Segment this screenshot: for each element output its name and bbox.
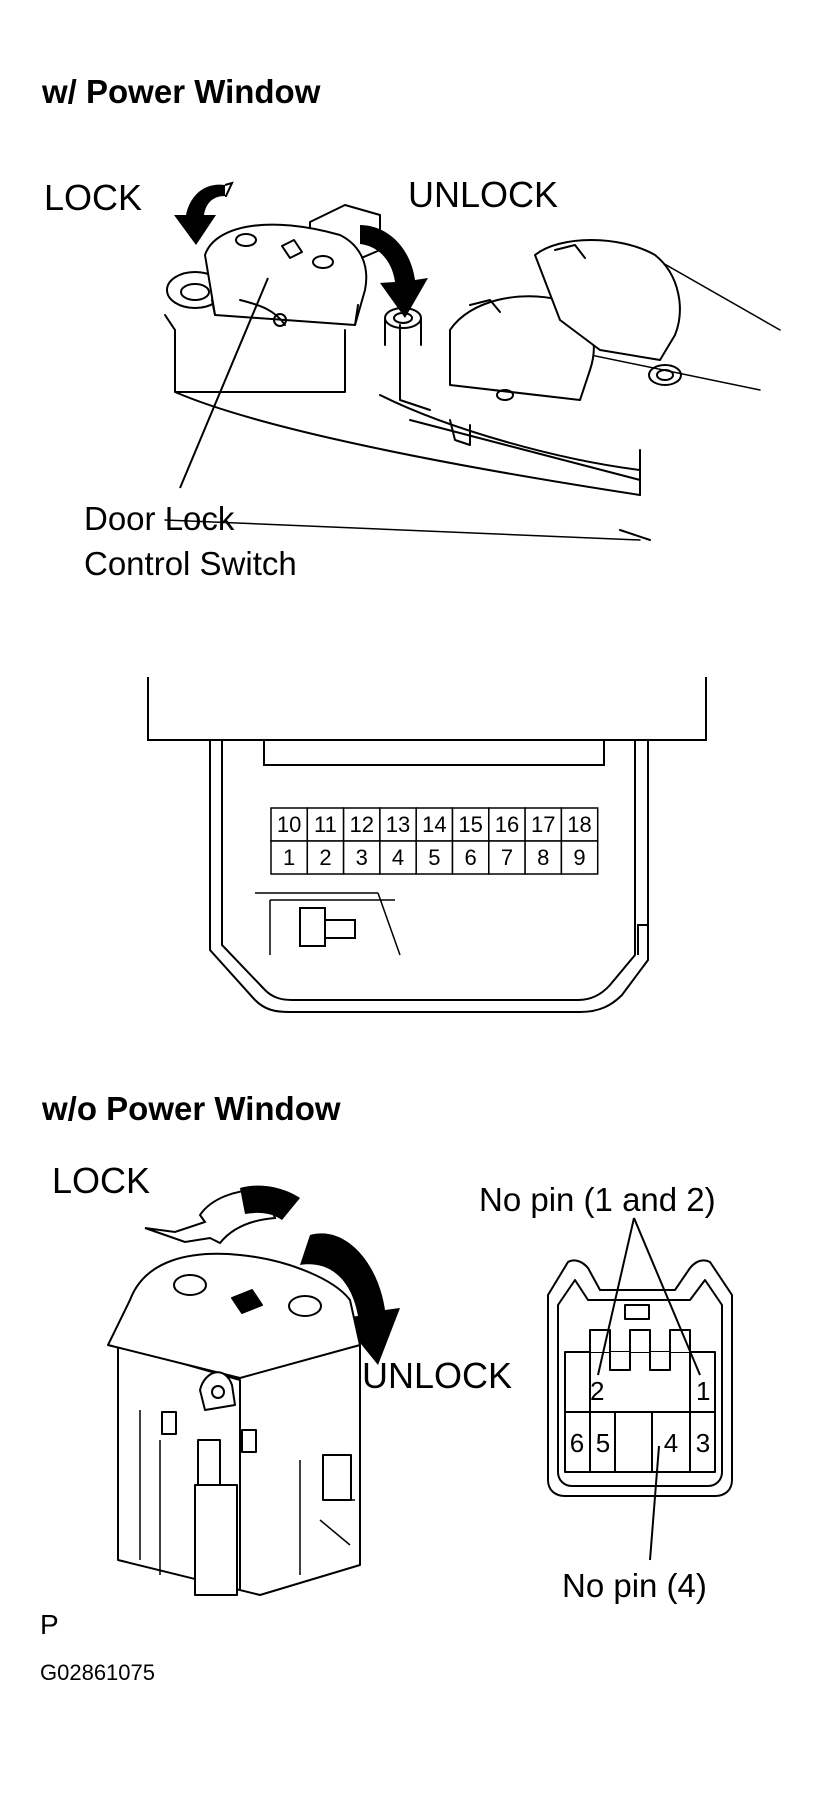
section-title-without-power-window: w/o Power Window: [41, 1090, 341, 1127]
pin-label-3: 3: [696, 1428, 710, 1458]
door-lock-control-switch: [107, 1252, 361, 1596]
pin-label-5: 5: [596, 1428, 610, 1458]
view-mark: P: [40, 1609, 59, 1640]
lock-arrow-icon: [144, 1185, 300, 1245]
pin-label-2: 2: [590, 1376, 604, 1406]
pin-label-4: 4: [664, 1428, 678, 1458]
callout-door-lock: Door Lock: [84, 500, 235, 537]
pin-label-14: 14: [422, 812, 446, 837]
leader-no-pin-2: [597, 1217, 635, 1376]
unlock-label-bottom: UNLOCK: [362, 1355, 512, 1396]
pin-label-2: 2: [319, 845, 331, 870]
pin-label-9: 9: [573, 845, 585, 870]
pin-label-3: 3: [356, 845, 368, 870]
pin-label-17: 17: [531, 812, 555, 837]
pin-cell: [560, 840, 599, 875]
pin-cell: [488, 807, 526, 842]
lock-arrow-icon: [174, 181, 234, 245]
figure-code: G02861075: [40, 1660, 155, 1685]
leader-no-pin-4: [649, 1445, 660, 1561]
power-window-master-switch: [164, 204, 781, 541]
pin-cell: [488, 840, 526, 875]
pin-label-8: 8: [537, 845, 549, 870]
pin-label-13: 13: [386, 812, 410, 837]
section-title-with-power-window: w/ Power Window: [41, 73, 321, 110]
pin-label-4: 4: [392, 845, 404, 870]
leader-no-pin-1: [633, 1217, 701, 1376]
no-pin-4-label: No pin (4): [562, 1567, 707, 1604]
pin-cell: [342, 840, 381, 875]
connector-6pin: [547, 1259, 733, 1497]
pin-label-11: 11: [314, 812, 337, 837]
pin-cell: [524, 840, 563, 875]
pin-label-7: 7: [501, 845, 513, 870]
pin-cell: [270, 807, 309, 842]
unlock-arrow-icon: [360, 225, 428, 318]
pin-label-5: 5: [428, 845, 440, 870]
pin-cell: [270, 840, 309, 875]
pin-label-1: 1: [283, 845, 295, 870]
connector-18pin: [147, 677, 707, 1013]
callout-control-switch: Control Switch: [84, 545, 297, 582]
pin-cell: [451, 840, 490, 875]
unlock-label-top: UNLOCK: [408, 174, 558, 215]
pin-label-16: 16: [495, 812, 519, 837]
pin-label-18: 18: [567, 812, 591, 837]
pin-label-6: 6: [570, 1428, 584, 1458]
pin-label-10: 10: [277, 812, 301, 837]
lock-label-top: LOCK: [44, 177, 142, 218]
pin-cell: [379, 840, 417, 875]
lock-label-bottom: LOCK: [52, 1160, 150, 1201]
unlock-arrow-icon: [300, 1233, 400, 1365]
pin-label-6: 6: [465, 845, 477, 870]
no-pin-1-and-2-label: No pin (1 and 2): [479, 1181, 716, 1218]
pin-label-15: 15: [458, 812, 482, 837]
pin-label-12: 12: [350, 812, 374, 837]
pin-label-1: 1: [696, 1376, 710, 1406]
pin-cell: [306, 807, 345, 842]
callout-leader-door-lock-switch: [179, 277, 269, 489]
